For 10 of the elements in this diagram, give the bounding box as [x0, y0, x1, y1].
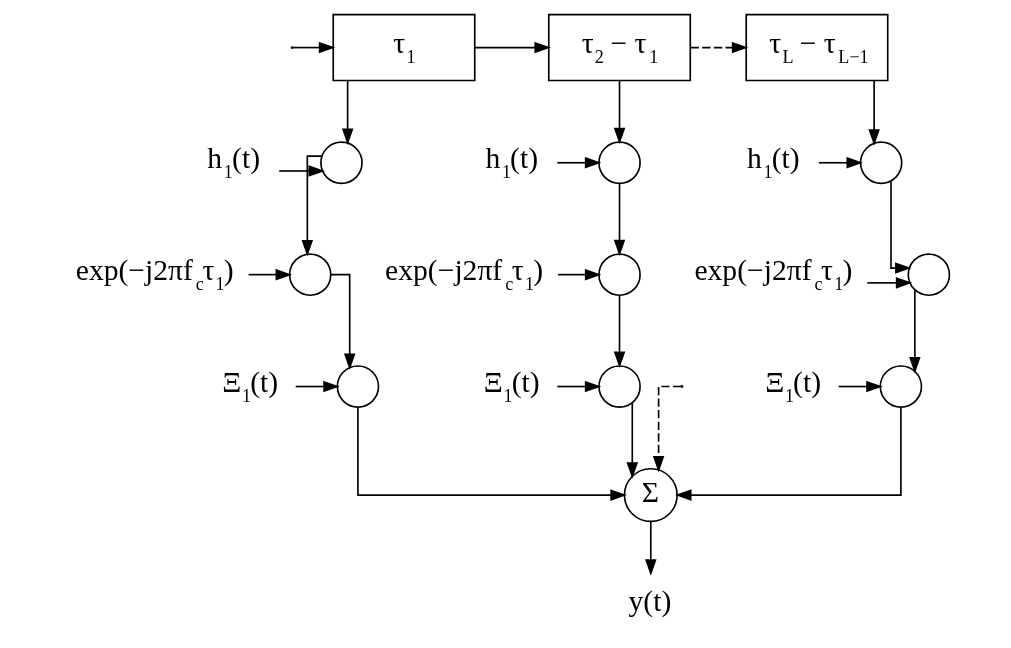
node-text: h$_{1}$(t) — [746, 142, 800, 183]
node-text: Ξ$_{1}$(t) — [483, 366, 540, 407]
node-text: exp(−j2πf$_{c}$τ$_{1}$) — [75, 254, 234, 295]
node-text: h$_{1}$(t) — [484, 142, 538, 183]
node-text: Ξ$_{1}$(t) — [221, 366, 278, 407]
node-text: exp(−j2πf$_{c}$τ$_{1}$) — [693, 254, 852, 295]
node-text: Ξ$_{1}$(t) — [764, 366, 821, 407]
node-text: exp(−j2πf$_{c}$τ$_{1}$) — [384, 254, 543, 295]
node-text: y(t) — [628, 584, 671, 617]
node-text: h$_{1}$(t) — [206, 142, 260, 183]
